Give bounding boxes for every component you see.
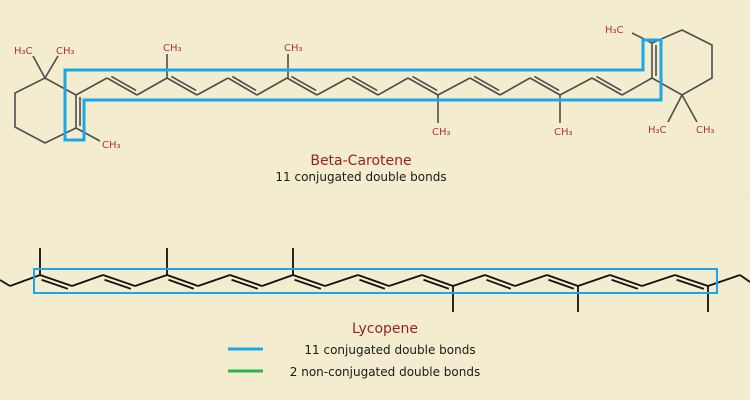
beta-conjugation-highlight	[63, 38, 663, 142]
methyl-bond	[32, 55, 46, 79]
single-bond	[621, 77, 653, 96]
methyl-label: CH₃	[102, 140, 121, 151]
double-bond	[407, 77, 439, 96]
double-bond-inner	[104, 278, 132, 290]
methyl-label: H₃C	[14, 46, 33, 57]
single-bond	[324, 274, 359, 287]
double-bond-inner	[170, 75, 197, 92]
double-bond-inner	[231, 278, 259, 290]
right-ring	[651, 29, 713, 96]
double-bond-inner	[110, 75, 137, 92]
double-bond	[529, 77, 561, 96]
left-ring	[14, 77, 77, 144]
single-bond	[71, 274, 104, 287]
double-bond-inner	[676, 278, 705, 290]
double-bond-inner	[473, 75, 500, 92]
single-bond	[196, 77, 229, 96]
double-bond-inner	[41, 278, 69, 290]
double-bond-inner	[359, 278, 386, 290]
single-bond	[75, 77, 108, 96]
double-bond	[106, 77, 138, 96]
methyl-bond	[667, 94, 683, 123]
methyl-label: CH₃	[432, 127, 451, 138]
single-bond	[9, 274, 41, 287]
methyl-label: CH₃	[163, 43, 182, 54]
methyl-label: H₃C	[648, 125, 667, 136]
lycopene-conjugation-highlight	[33, 268, 718, 294]
single-bond	[514, 274, 548, 287]
methyl-bond	[44, 55, 59, 79]
single-bond	[197, 274, 231, 287]
double-bond	[166, 274, 199, 287]
single-bond	[437, 77, 471, 96]
single-bond	[256, 77, 288, 96]
single-bond	[707, 274, 741, 287]
methyl-label: CH₃	[56, 46, 75, 57]
double-bond	[39, 274, 73, 287]
single-bond	[559, 77, 593, 96]
methyl-bond	[75, 127, 101, 142]
double-bond-inner	[611, 278, 639, 290]
methyl-label: CH₃	[284, 43, 303, 54]
double-bond-inner	[351, 75, 378, 92]
beta-carotene-structure	[14, 29, 713, 144]
double-bond-inner	[423, 278, 450, 290]
double-bond	[609, 274, 643, 287]
double-bond	[674, 274, 709, 287]
double-bond-inner	[486, 278, 512, 290]
lycopene-structure	[0, 248, 750, 312]
single-bond	[452, 274, 486, 287]
single-bond	[261, 274, 294, 287]
legend-label-non-conjugated: 2 non-conjugated double bonds	[290, 365, 480, 379]
beta-carotene-title: Beta-Carotene	[310, 153, 411, 169]
single-bond	[134, 274, 168, 287]
methyl-label: H₃C	[605, 25, 624, 36]
double-bond	[469, 77, 501, 96]
single-bond	[388, 274, 423, 287]
double-bond-inner	[168, 278, 195, 290]
double-bond-inner	[290, 75, 317, 92]
double-bond	[286, 77, 318, 96]
single-bond	[641, 274, 676, 287]
legend-label-conjugated: 11 conjugated double bonds	[304, 343, 475, 357]
double-bond-inner	[533, 75, 560, 92]
methyl-label: CH₃	[554, 127, 573, 138]
double-bond-inner	[595, 75, 622, 92]
single-bond	[739, 274, 750, 283]
double-bond	[357, 274, 390, 287]
single-bond	[0, 279, 11, 287]
double-bond	[546, 274, 579, 287]
single-bond	[499, 77, 531, 96]
single-bond	[136, 77, 168, 96]
double-bond	[229, 274, 263, 287]
double-bond	[102, 274, 136, 287]
double-bond-inner	[231, 75, 257, 92]
double-bond	[347, 77, 379, 96]
double-bond-inner	[411, 75, 438, 92]
double-bond	[227, 77, 258, 96]
double-bond	[591, 77, 623, 96]
double-bond	[484, 274, 516, 287]
methyl-bond	[681, 94, 698, 123]
double-bond	[421, 274, 454, 287]
methyl-label: CH₃	[696, 125, 715, 136]
double-bond	[292, 274, 326, 287]
beta-chain	[75, 75, 653, 96]
single-bond	[577, 274, 611, 287]
beta-carotene-subtitle: 11 conjugated double bonds	[275, 170, 446, 184]
single-bond	[377, 77, 409, 96]
double-bond-inner	[548, 278, 575, 290]
single-bond	[316, 77, 349, 96]
double-bond	[166, 77, 198, 96]
double-bond-inner	[294, 278, 322, 290]
lycopene-title: Lycopene	[352, 321, 418, 337]
